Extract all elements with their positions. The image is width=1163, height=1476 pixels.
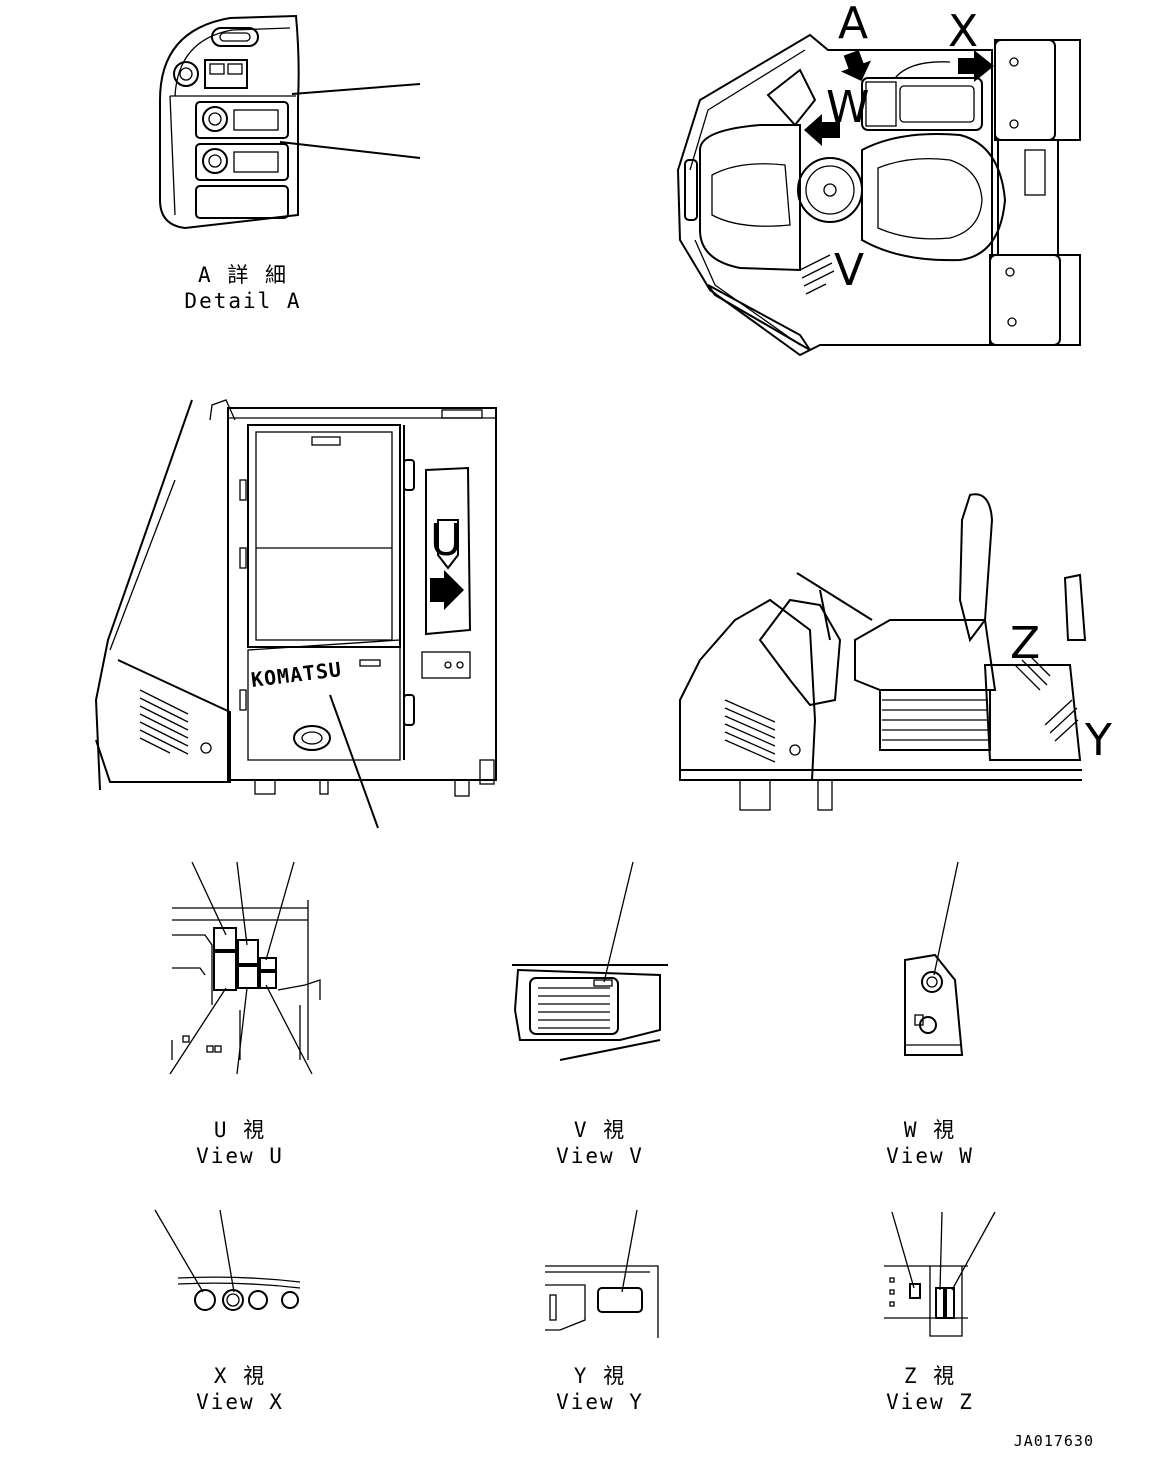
cab-plan-view (676, 33, 1081, 357)
detail-a-label-en: Detail A (184, 289, 301, 313)
view-z-label-en: View Z (886, 1390, 974, 1414)
view-letter-v: V (834, 245, 864, 296)
view-y-drawing (545, 1209, 659, 1338)
view-v-drawing (512, 861, 668, 1061)
view-letter-a: A (838, 0, 868, 49)
view-x-label-en: View X (196, 1390, 284, 1414)
view-u-drawing (169, 861, 321, 1075)
view-u-label-en: View U (196, 1144, 284, 1168)
view-letter-z: Z (1010, 618, 1040, 669)
cab-side-view (94, 399, 497, 829)
view-z-drawing (884, 1211, 996, 1337)
view-letter-w: W (826, 82, 870, 133)
detail-a-label-jp: A 詳 細 (198, 263, 288, 287)
view-v-label-jp: V 視 (574, 1118, 626, 1142)
view-letter-u: U (430, 515, 462, 566)
view-w-label-en: View W (886, 1144, 974, 1168)
view-y-label-jp: Y 視 (574, 1364, 626, 1388)
view-x-label-jp: X 視 (214, 1364, 266, 1388)
view-v-label-en: View V (556, 1144, 644, 1168)
drawing-code: JA017630 (1014, 1432, 1094, 1450)
view-x-drawing (154, 1209, 301, 1311)
view-u-label-jp: U 視 (214, 1118, 266, 1142)
operator-side-view (679, 493, 1087, 811)
view-z-label-jp: Z 視 (904, 1364, 956, 1388)
detail-a-drawing (159, 14, 421, 230)
view-y-label-en: View Y (556, 1390, 644, 1414)
view-w-drawing (904, 861, 964, 1056)
view-w-label-jp: W 視 (904, 1118, 956, 1142)
engine-grille (139, 689, 189, 755)
view-letter-y: Y (1084, 715, 1112, 766)
komatsu-logo: KOMATSU (250, 657, 344, 692)
view-letter-x: X (948, 6, 978, 57)
